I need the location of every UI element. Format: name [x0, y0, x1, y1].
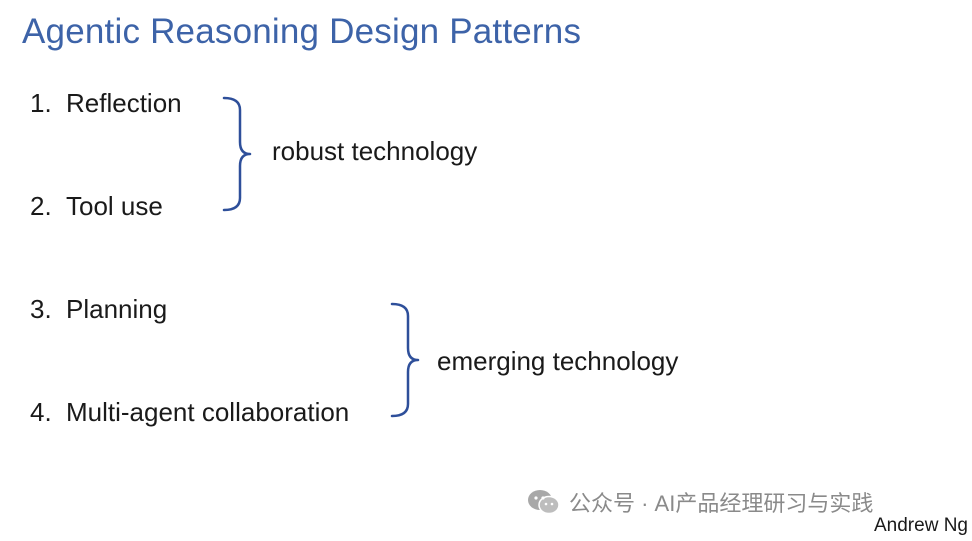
- group-label-emerging: emerging technology: [437, 346, 679, 376]
- list-item-number: 3.: [30, 294, 52, 324]
- brace-robust: [222, 96, 252, 214]
- slide-title: Agentic Reasoning Design Patterns: [22, 12, 582, 51]
- brace-emerging: [390, 302, 420, 420]
- list-item-number: 2.: [30, 191, 52, 221]
- list-item-text: Multi-agent collaboration: [66, 397, 350, 427]
- group-label-robust: robust technology: [272, 136, 478, 166]
- list-item-text: Planning: [66, 294, 168, 324]
- list-item-text: Tool use: [66, 191, 163, 221]
- list-item-number: 1.: [30, 88, 52, 118]
- list-item-reflection: 1. Reflection: [30, 88, 182, 119]
- author-name: Andrew Ng: [874, 515, 968, 536]
- wechat-icon: [528, 490, 560, 515]
- list-item-planning: 3. Planning: [30, 294, 167, 325]
- list-item-tool-use: 2. Tool use: [30, 191, 163, 222]
- watermark: 公众号 · AI产品经理研习与实践: [527, 486, 873, 518]
- list-item-multi-agent: 4. Multi-agent collaboration: [30, 397, 349, 428]
- list-item-text: Reflection: [66, 88, 182, 118]
- list-item-number: 4.: [30, 397, 52, 427]
- watermark-text: 公众号 · AI产品经理研习与实践: [569, 491, 874, 516]
